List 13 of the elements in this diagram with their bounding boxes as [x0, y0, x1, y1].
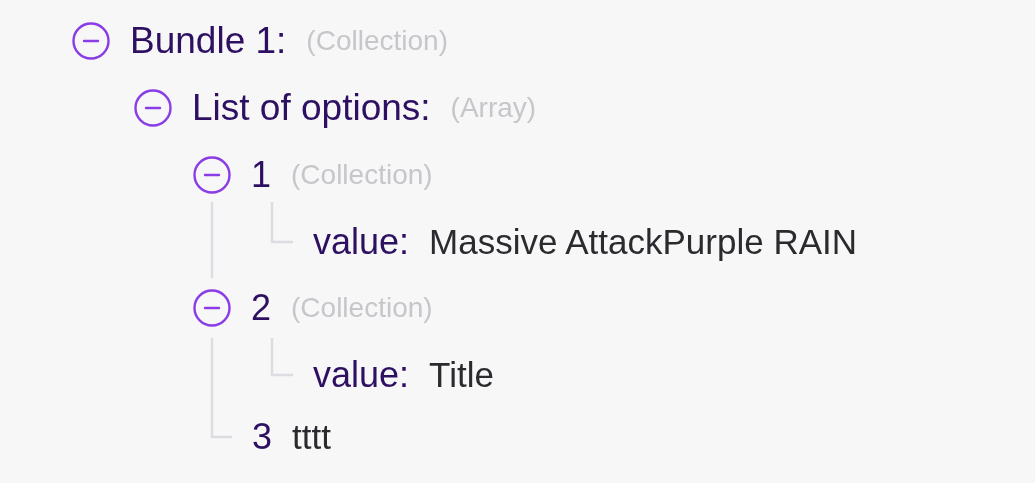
field-value: tttt [292, 416, 331, 458]
field-name: 1 [251, 154, 272, 196]
field-name: value: [313, 354, 410, 396]
field-value: Massive AttackPurple RAIN [429, 221, 857, 263]
field-name: 3 [252, 416, 273, 458]
field-name: 2 [251, 287, 272, 329]
field-value: Title [429, 354, 494, 396]
field-name: Bundle 1: [130, 19, 287, 63]
tree-connector-line [270, 338, 293, 377]
tree-connector-line [210, 338, 232, 439]
field-name: List of options: [192, 86, 431, 130]
field-name: value: [313, 221, 410, 263]
tree-connector-line [270, 202, 293, 244]
